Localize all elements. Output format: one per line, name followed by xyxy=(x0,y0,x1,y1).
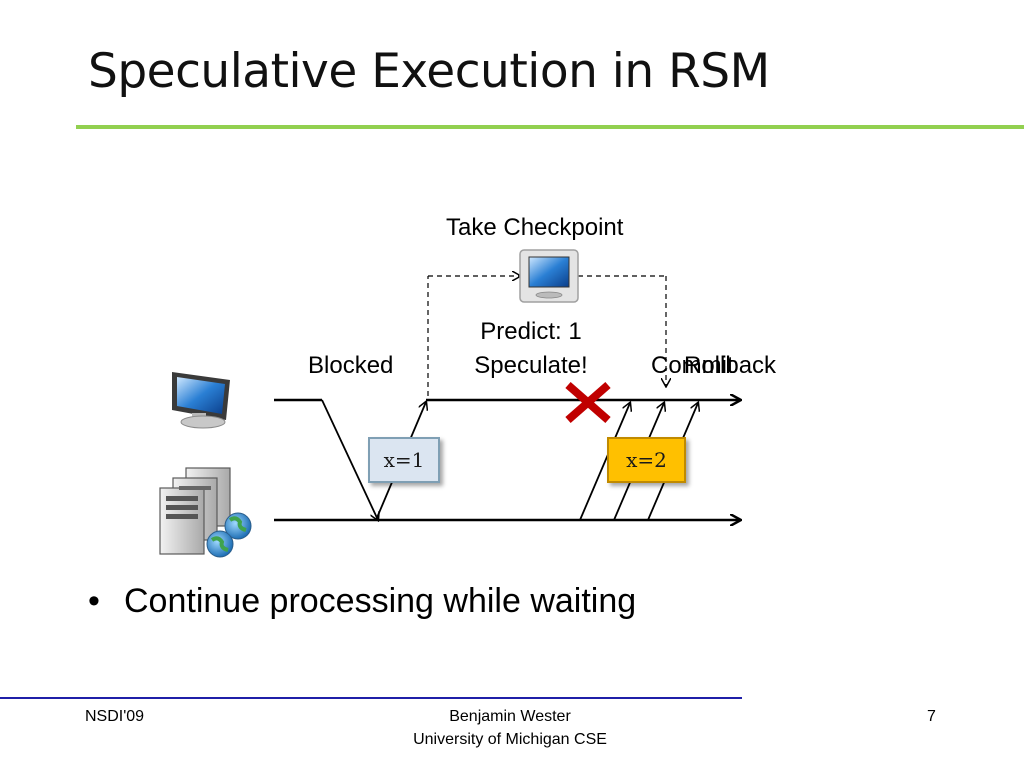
footer-affiliation: University of Michigan CSE xyxy=(413,731,607,748)
red-x-icon xyxy=(565,381,611,424)
reply-arrow-1 xyxy=(579,403,630,521)
client-computer-icon xyxy=(172,372,230,429)
predict-label: Predict: 1 xyxy=(480,318,582,345)
actual-state-x2-box: x=2 xyxy=(607,437,686,483)
speculate-label: Speculate! xyxy=(474,352,588,379)
footer-divider xyxy=(0,697,742,699)
bullet-point: • Continue processing while waiting xyxy=(88,582,636,621)
bullet-text: Continue processing while waiting xyxy=(124,582,637,620)
footer-conference: NSDI'09 xyxy=(85,708,145,725)
title-divider xyxy=(76,125,1024,129)
bullet-dot-icon: • xyxy=(88,582,100,620)
take-checkpoint-label: Take Checkpoint xyxy=(446,214,624,241)
server-rack-icon xyxy=(159,467,252,558)
footer-author: Benjamin Wester xyxy=(449,708,571,725)
request-message-arrow xyxy=(321,399,378,520)
speculative-state-x1-box: x=1 xyxy=(368,437,440,483)
blocked-label: Blocked xyxy=(308,352,394,379)
checkpoint-monitor-icon xyxy=(519,249,579,303)
slide-title: Speculative Execution in RSM xyxy=(88,44,770,99)
footer-page-number: 7 xyxy=(927,708,936,725)
checkpoint-dashed-path xyxy=(427,276,666,396)
commit-label: Commit xyxy=(651,352,734,379)
rollback-label: Rollback xyxy=(684,352,777,379)
